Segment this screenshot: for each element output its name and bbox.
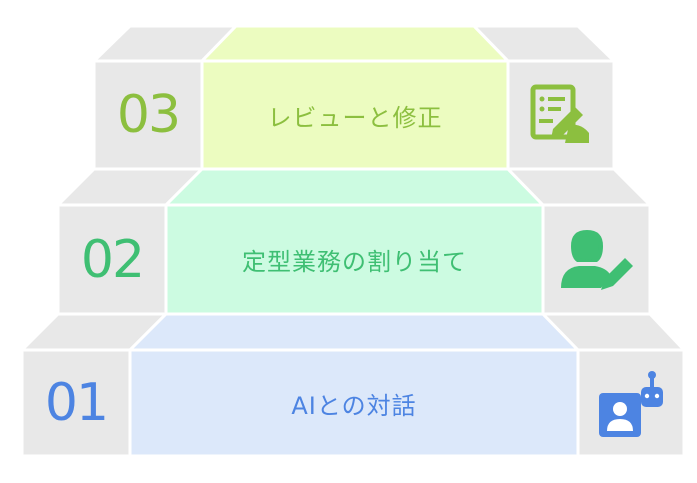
step-01-front-center bbox=[128, 348, 580, 458]
step-02-front-center bbox=[164, 203, 545, 316]
step-03-front-right bbox=[506, 59, 616, 171]
step-02-number: 02 bbox=[80, 229, 145, 290]
step-01-front-left bbox=[20, 348, 132, 458]
step-03-front-center bbox=[200, 59, 510, 171]
step-01-top-center bbox=[126, 312, 582, 352]
step-02-label: 定型業務の割り当て bbox=[242, 248, 467, 276]
chatbot-user-icon bbox=[578, 350, 684, 456]
step-01-shapes bbox=[18, 312, 688, 458]
user-edit-icon bbox=[543, 205, 650, 314]
document-edit-icon bbox=[508, 61, 614, 169]
step-02-top-center bbox=[162, 167, 547, 207]
step-03-shapes bbox=[90, 24, 618, 171]
step-02-shapes bbox=[54, 167, 654, 316]
step-01-number: 01 bbox=[44, 373, 109, 433]
step-01-label: AIとの対話 bbox=[291, 391, 417, 420]
step-03-number: 03 bbox=[116, 85, 181, 145]
step-03-label: レビューと修正 bbox=[267, 103, 443, 132]
step-03-top-center bbox=[198, 24, 512, 63]
